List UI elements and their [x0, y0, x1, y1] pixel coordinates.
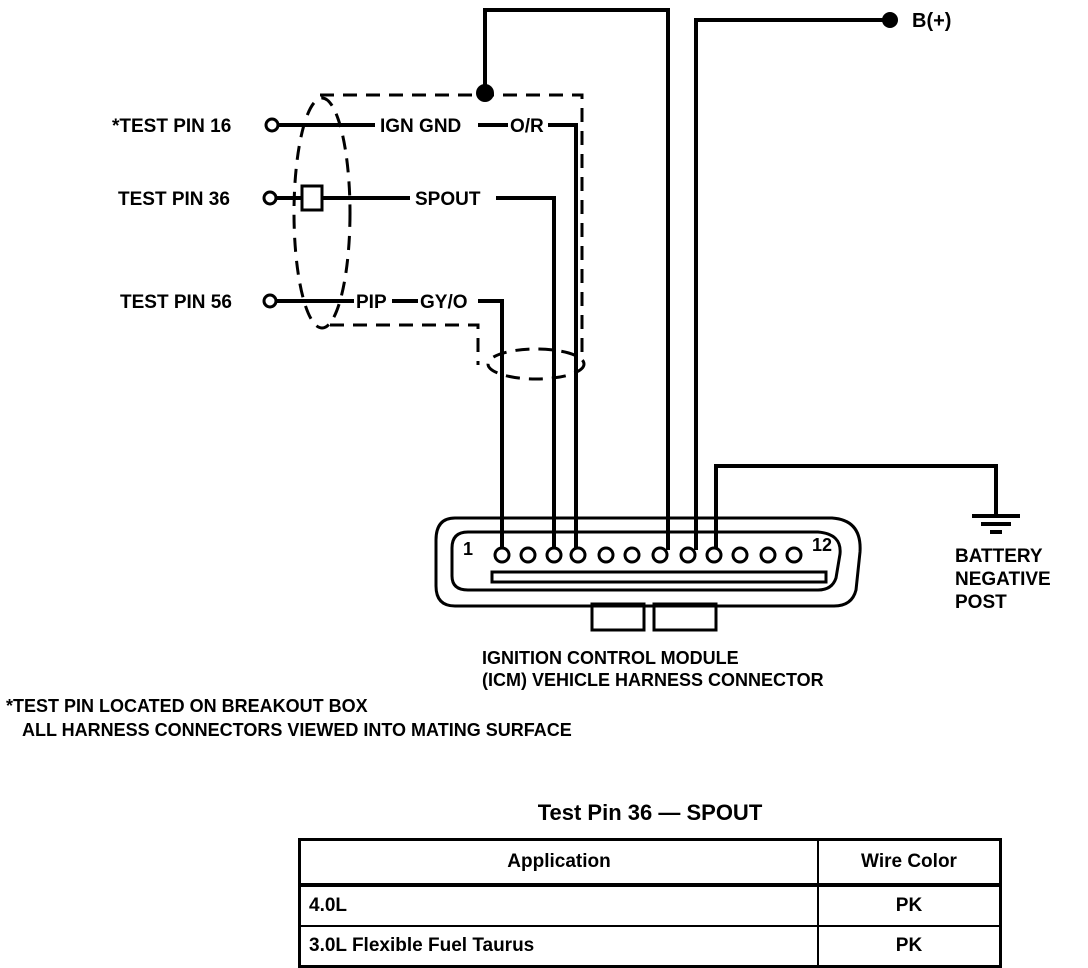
table-header-row: Application Wire Color	[298, 838, 1002, 887]
ign-gnd-label: IGN GND	[380, 116, 461, 137]
cell-application: 3.0L Flexible Fuel Taurus	[298, 925, 819, 968]
cell-application: 4.0L	[298, 884, 819, 927]
battery-negative-post-label: BATTERY NEGATIVE POST	[955, 546, 1056, 613]
connector-pin-socket-1	[493, 546, 511, 564]
connector-latch-right	[652, 602, 718, 632]
test-pin-16-circuit	[264, 117, 578, 550]
pip-label: PIP	[356, 292, 387, 313]
connector-pin-socket-10	[731, 546, 749, 564]
table-row: 3.0L Flexible Fuel Taurus PK	[298, 925, 1002, 968]
connector-pin-socket-8	[679, 546, 697, 564]
icm-harness-connector	[434, 516, 862, 632]
connector-pin-socket-4	[569, 546, 587, 564]
shield-drain-splice	[476, 84, 494, 102]
shield-outline	[292, 93, 586, 381]
wire-color-table: Application Wire Color 4.0L PK 3.0L Flex…	[298, 838, 1002, 968]
battery-positive-label: B(+)	[912, 10, 951, 32]
spout-connector-plug	[300, 184, 324, 212]
header-application: Application	[298, 838, 819, 887]
test-pin-56-terminal	[262, 293, 278, 309]
cell-wire-color: PK	[817, 925, 1002, 968]
battery-positive-wires	[476, 8, 898, 550]
test-pin-36-circuit	[262, 184, 556, 550]
connector-latch-left	[590, 602, 646, 632]
connector-pin-socket-6	[623, 546, 641, 564]
connector-pin-12-label: 12	[812, 535, 832, 555]
connector-pin-1-label: 1	[463, 539, 473, 559]
test-pin-36-terminal	[262, 190, 278, 206]
connector-pin-socket-3	[545, 546, 563, 564]
connector-pin-socket-5	[597, 546, 615, 564]
ground-circuit	[714, 464, 1020, 550]
connector-pin-socket-2	[519, 546, 537, 564]
cell-wire-color: PK	[817, 884, 1002, 927]
connector-pin-socket-11	[759, 546, 777, 564]
wiring-schematic: B(+) *TEST PIN 16 IGN GND O/R TEST PIN	[6, 8, 1056, 740]
connector-pin-socket-9	[705, 546, 723, 564]
header-wire-color: Wire Color	[817, 838, 1002, 887]
gy-o-wire-label: GY/O	[420, 292, 468, 313]
table-row: 4.0L PK	[298, 884, 1002, 927]
test-pin-16-label: *TEST PIN 16	[112, 116, 231, 137]
connector-pin-socket-12	[785, 546, 803, 564]
connector-pin-row	[493, 546, 803, 564]
test-pin-36-label: TEST PIN 36	[118, 189, 230, 210]
test-pin-56-label: TEST PIN 56	[120, 292, 232, 313]
o-r-wire-label: O/R	[510, 116, 544, 137]
test-pin-56-circuit	[262, 293, 504, 550]
connector-pin-socket-7	[651, 546, 669, 564]
test-pin-16-terminal	[264, 117, 280, 133]
table-title: Test Pin 36 — SPOUT	[537, 800, 763, 825]
diagram-footnote: *TEST PIN LOCATED ON BREAKOUT BOX ALL HA…	[6, 696, 572, 740]
icm-connector-caption: IGNITION CONTROL MODULE (ICM) VEHICLE HA…	[482, 648, 824, 690]
spout-label: SPOUT	[415, 189, 481, 210]
